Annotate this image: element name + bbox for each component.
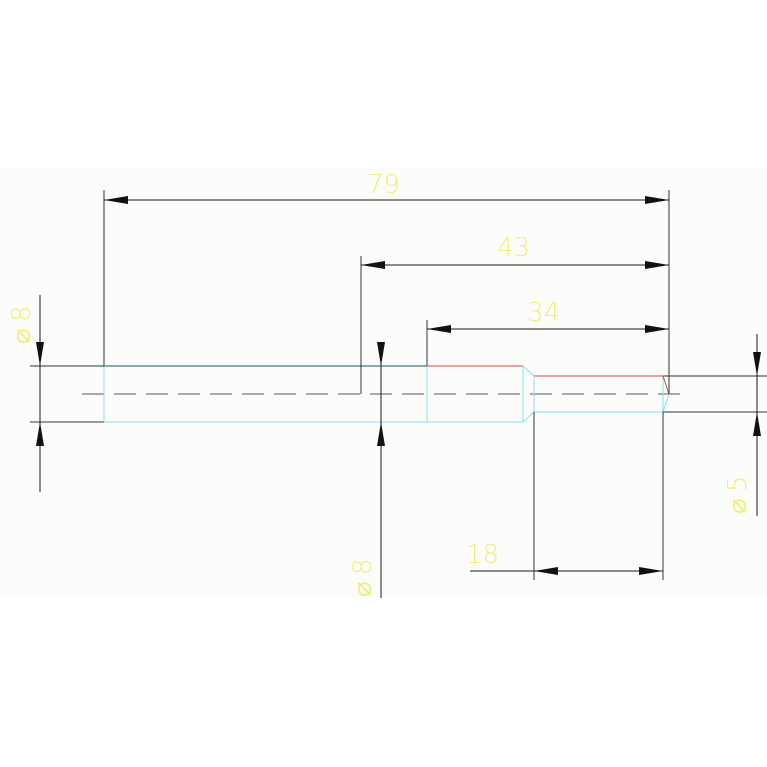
dimension-diameter-left: ⌀ 8: [7, 295, 104, 492]
diameter-left-label: 8: [7, 305, 37, 322]
diameter-symbol-left: ⌀: [7, 328, 37, 344]
dimension-18-label: 18: [466, 540, 499, 570]
dimension-diameter-mid: ⌀ 8: [348, 342, 385, 598]
diameter-symbol-right: ⌀: [723, 498, 753, 514]
diameter-mid-label: 8: [348, 558, 378, 575]
dimension-79-label: 79: [367, 170, 400, 200]
drawing-sheet: [0, 168, 767, 598]
diameter-symbol-mid: ⌀: [348, 581, 378, 597]
dimension-34-label: 34: [527, 298, 560, 328]
dimension-79: 79: [103, 170, 670, 394]
dimension-diameter-right: ⌀ 5: [663, 334, 767, 516]
dimension-18: 18: [466, 412, 664, 580]
dimension-43-label: 43: [497, 233, 530, 263]
diameter-right-label: 5: [723, 475, 753, 492]
shaft-section-large: [103, 365, 524, 423]
shaft-section-small: [522, 365, 670, 423]
dimension-34: 34: [426, 298, 669, 366]
dimension-43: 43: [360, 233, 669, 394]
